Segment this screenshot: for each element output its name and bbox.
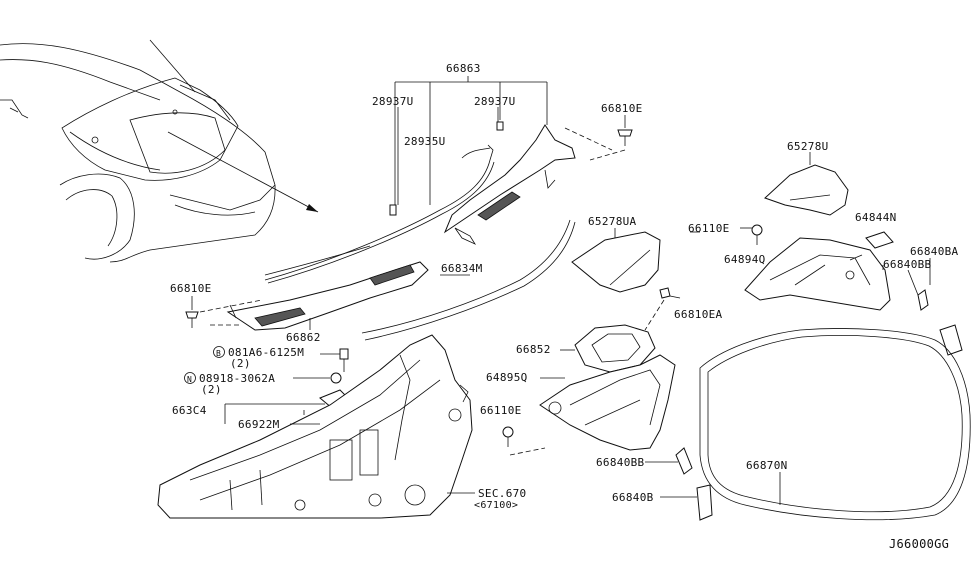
label-66810E-left: 66810E (170, 282, 212, 295)
label-nut-08918-3062A: 08918-3062A (199, 372, 275, 385)
label-66863: 66863 (446, 62, 481, 75)
clip-66810E-top (564, 115, 633, 161)
part-66870N-weatherstrip (699, 328, 971, 521)
label-66810EA: 66810EA (674, 308, 723, 321)
part-28935U-hose (264, 121, 504, 284)
leader-66863 (394, 76, 548, 210)
part-64895Q-bracket (539, 354, 676, 451)
part-labels: 66863 28937U 28937U 28935U 66810E 65278U… (170, 62, 959, 551)
label-sec-ref: <67100> (474, 500, 518, 511)
part-66852-duct (574, 324, 656, 373)
label-nut-qty: (2) (201, 383, 222, 396)
label-66852: 66852 (516, 343, 551, 356)
label-66840BB-lower: 66840BB (596, 456, 645, 469)
label-663C4: 663C4 (172, 404, 207, 417)
label-65278UA: 65278UA (588, 215, 637, 228)
part-dash-panel-sec670 (157, 334, 475, 519)
clip-66810EA (644, 287, 681, 331)
label-64894Q: 64894Q (724, 253, 766, 266)
part-64894Q-bracket (744, 237, 891, 311)
part-66862-cowl-left (226, 261, 429, 331)
label-28937U-right: 28937U (474, 95, 516, 108)
part-66840BB-right (917, 289, 929, 311)
part-66863-cowl-right (443, 124, 576, 245)
clip-66110E-right (740, 224, 763, 245)
clip-66810E-left (185, 296, 263, 328)
part-cowl-front-strip (264, 245, 371, 276)
nut-n-letter: N (187, 375, 192, 384)
label-64844N: 64844N (855, 211, 897, 224)
label-28937U-left: 28937U (372, 95, 414, 108)
label-66870N: 66870N (746, 459, 788, 472)
diagram-code: J66000GG (889, 537, 949, 551)
fastener-bolt (320, 348, 349, 372)
part-66834M-seal-strip (361, 219, 576, 341)
label-66834M: 66834M (441, 262, 483, 275)
bolt-b-letter: B (216, 349, 221, 358)
label-bolt-qty: (2) (230, 357, 251, 370)
label-sec-670: SEC.670 (478, 487, 526, 500)
part-66840BA (929, 258, 963, 356)
bolt-b-symbol (213, 346, 225, 358)
clip-66110E-mid (502, 426, 546, 456)
part-66840BB-lower (675, 447, 693, 475)
label-66922M: 66922M (238, 418, 280, 431)
label-66862: 66862 (286, 331, 321, 344)
label-66110E-right: 66110E (688, 222, 730, 235)
label-64895Q: 64895Q (486, 371, 528, 384)
label-66840B: 66840B (612, 491, 654, 504)
part-64844N-pad (865, 231, 894, 249)
label-28935U: 28935U (404, 135, 446, 148)
label-bolt-081A6-6125M: 081A6-6125M (228, 346, 304, 359)
label-65278U: 65278U (787, 140, 829, 153)
part-65278UA-cover (571, 228, 661, 293)
label-66840BB-right: 66840BB (883, 258, 932, 271)
part-65278U-cover (764, 152, 849, 216)
label-66810E-top: 66810E (601, 102, 643, 115)
fastener-nut (293, 372, 342, 384)
label-66840BA: 66840BA (910, 245, 959, 258)
part-66840B (696, 484, 713, 521)
label-66110E-mid: 66110E (480, 404, 522, 417)
nut-n-symbol (184, 372, 196, 384)
leader-lines (224, 107, 919, 505)
car-overview-illustration (0, 39, 319, 263)
